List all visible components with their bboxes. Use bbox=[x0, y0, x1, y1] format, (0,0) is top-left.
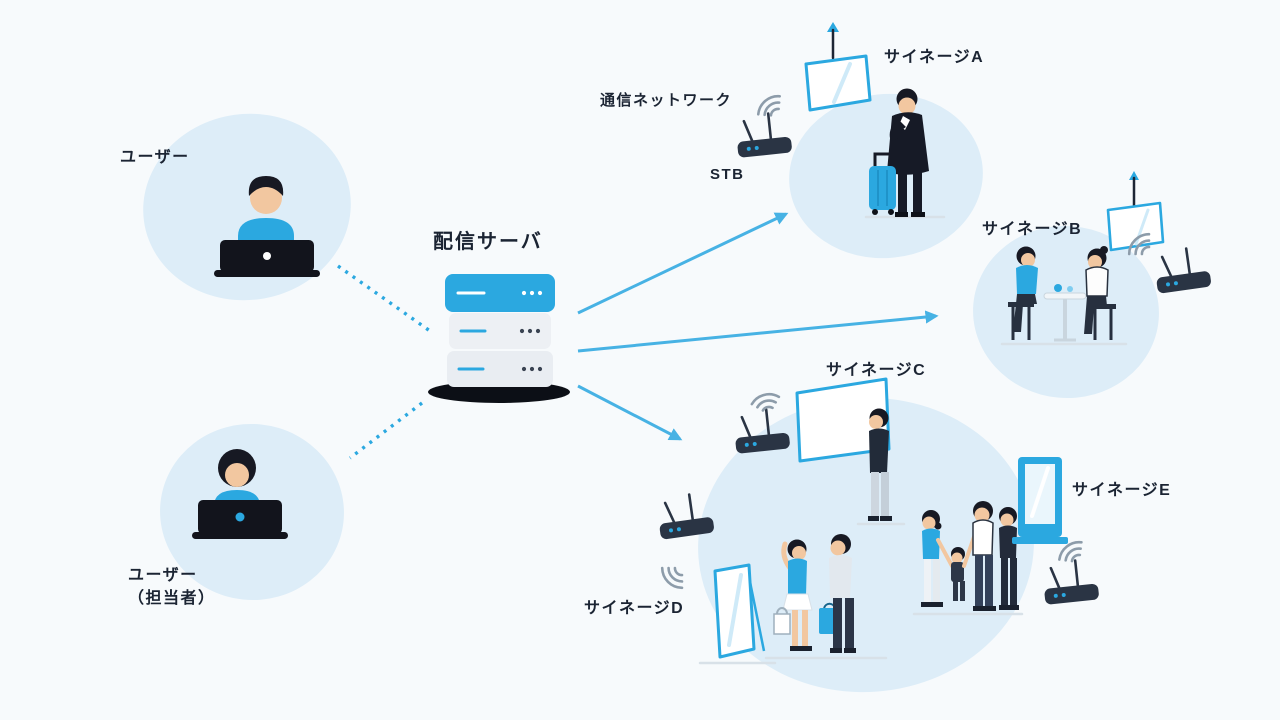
server-stack-icon bbox=[428, 274, 570, 403]
blob-user-top bbox=[143, 113, 351, 301]
signage-e-router-icon bbox=[1040, 557, 1101, 607]
kiosk-signage-e bbox=[1012, 457, 1068, 544]
family-people bbox=[912, 501, 1024, 616]
user-bottom-illustration bbox=[192, 449, 288, 539]
seated-people bbox=[1000, 246, 1128, 346]
arrow-to-signage-c bbox=[577, 384, 683, 441]
arrow-to-signage-a bbox=[577, 212, 789, 315]
signage-b-label: サイネージB bbox=[982, 221, 1083, 238]
stb-label: STB bbox=[710, 166, 745, 183]
server-label: 配信サーバ bbox=[433, 231, 543, 253]
user-bottom-label-line1: ユーザー bbox=[128, 567, 198, 584]
signage-b-router-icon bbox=[1151, 244, 1214, 296]
viewer-person bbox=[856, 408, 906, 526]
signage-a-label: サイネージA bbox=[884, 49, 985, 66]
suitcase-icon bbox=[869, 152, 896, 215]
user-bottom-label-line2: （担当者） bbox=[128, 590, 216, 608]
mirror-signage-d bbox=[698, 563, 777, 665]
traveler-person bbox=[864, 88, 946, 219]
user-top-illustration bbox=[214, 176, 320, 277]
user-top-label: ユーザー bbox=[120, 149, 190, 166]
signage-e-label: サイネージE bbox=[1072, 482, 1172, 499]
signage-c-label: サイネージC bbox=[826, 362, 927, 379]
network-label: 通信ネットワーク bbox=[600, 92, 733, 109]
network-wifi-icon bbox=[753, 90, 787, 123]
dotted-link-user-bottom bbox=[348, 401, 424, 460]
wall-display-c bbox=[795, 377, 891, 463]
dotted-link-user-top bbox=[337, 264, 431, 333]
shopper-people bbox=[764, 534, 888, 660]
arrow-to-signage-b bbox=[577, 310, 939, 353]
user-bottom-label: ユーザー （担当者） bbox=[128, 564, 216, 610]
crowd-wifi-icon bbox=[656, 560, 690, 594]
signage-d-label: サイネージD bbox=[584, 600, 685, 617]
ceiling-display-a bbox=[804, 22, 872, 112]
stb-router-icon bbox=[733, 110, 794, 160]
laptop-icon bbox=[192, 500, 288, 539]
laptop-icon bbox=[214, 240, 320, 277]
ceiling-display-b bbox=[1106, 171, 1165, 252]
